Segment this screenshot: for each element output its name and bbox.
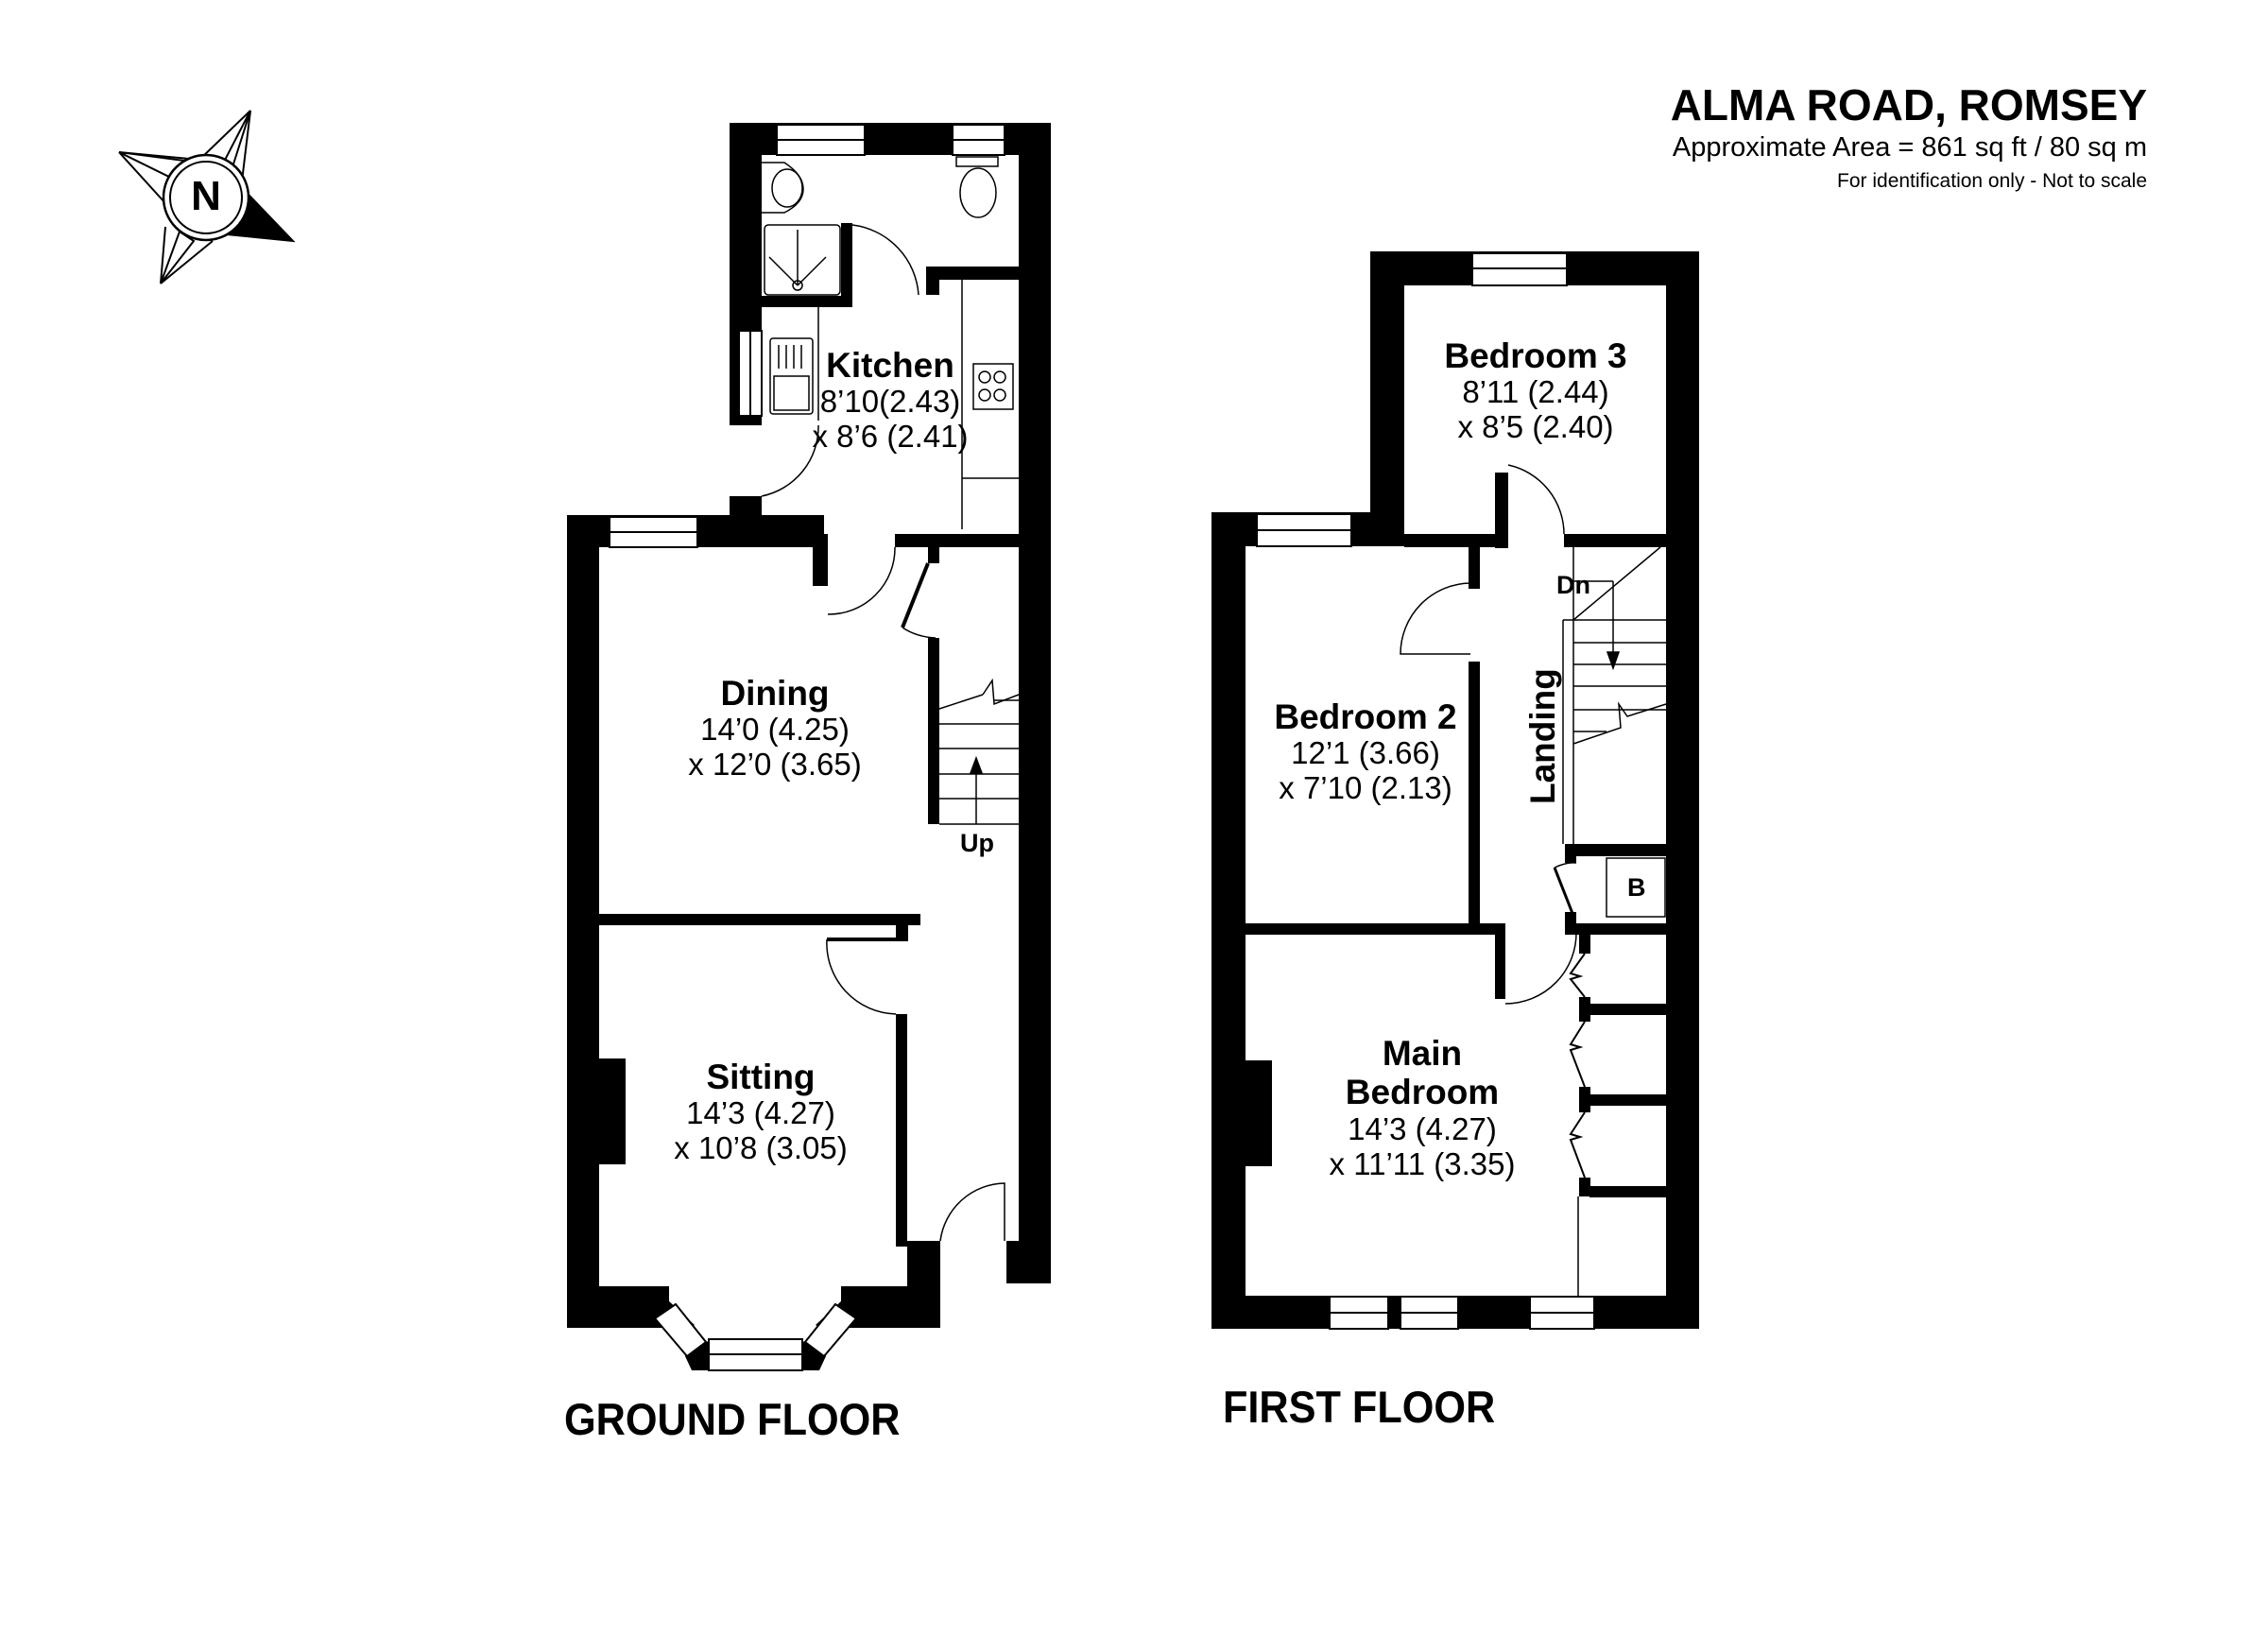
property-title: ALMA ROAD, ROMSEY	[1670, 80, 2147, 129]
boiler-label: B	[1627, 873, 1646, 902]
room-bedroom-3: Bedroom 3 8’11 (2.44) x 8’5 (2.40)	[1418, 336, 1654, 445]
disclaimer-note: For identification only - Not to scale	[1837, 170, 2147, 192]
room-kitchen-name: Kitchen	[826, 346, 954, 385]
approximate-area: Approximate Area = 861 sq ft / 80 sq m	[1672, 132, 2147, 163]
first-floor-label: FIRST FLOOR	[1223, 1382, 1496, 1432]
first-floor-fixtures	[1400, 464, 1667, 1296]
room-main-bedroom: Main Bedroom 14’3 (4.27) x 11’11 (3.35)	[1285, 1034, 1559, 1182]
north-compass-icon	[118, 110, 296, 284]
compass-north-label: N	[191, 173, 221, 219]
ground-floor-fixtures	[761, 156, 1020, 1242]
room-bedroom-3-dim1: 8’11 (2.44)	[1462, 374, 1609, 410]
room-dining-dim1: 14’0 (4.25)	[700, 712, 850, 748]
room-main-bedroom-dim1: 14’3 (4.27)	[1348, 1110, 1497, 1146]
ground-floor-windows	[609, 124, 1005, 1371]
room-sitting-dim2: x 10’8 (3.05)	[674, 1130, 848, 1166]
room-kitchen-dim2: x 8’6 (2.41)	[812, 419, 969, 455]
room-kitchen-dim1: 8’10(2.43)	[819, 384, 961, 420]
room-bedroom-2-dim2: x 7’10 (2.13)	[1279, 770, 1452, 806]
room-main-bedroom-dim2: x 11’11 (3.35)	[1329, 1145, 1516, 1181]
room-bedroom-3-dim2: x 8’5 (2.40)	[1457, 409, 1614, 445]
room-dining: Dining 14’0 (4.25) x 12’0 (3.65)	[652, 674, 898, 783]
landing-label: Landing	[1523, 668, 1562, 804]
room-bedroom-3-name: Bedroom 3	[1444, 336, 1627, 375]
room-kitchen: Kitchen 8’10(2.43) x 8’6 (2.41)	[777, 346, 1004, 455]
first-floor-walls	[1211, 251, 1699, 1329]
ground-floor-label: GROUND FLOOR	[564, 1394, 901, 1444]
room-sitting-dim1: 14’3 (4.27)	[686, 1095, 835, 1131]
room-main-bedroom-name2: Bedroom	[1345, 1073, 1500, 1112]
room-bedroom-2-dim1: 12’1 (3.66)	[1291, 735, 1440, 771]
room-dining-name: Dining	[720, 674, 830, 713]
room-bedroom-2: Bedroom 2 12’1 (3.66) x 7’10 (2.13)	[1247, 697, 1484, 806]
room-dining-dim2: x 12’0 (3.65)	[688, 747, 862, 783]
room-bedroom-2-name: Bedroom 2	[1274, 697, 1457, 736]
room-sitting-name: Sitting	[706, 1058, 816, 1096]
room-sitting: Sitting 14’3 (4.27) x 10’8 (3.05)	[633, 1058, 888, 1166]
stairs-up-label: Up	[960, 829, 994, 857]
first-floor-windows	[1256, 252, 1595, 1330]
room-main-bedroom-name: Main	[1382, 1034, 1463, 1073]
stairs-down-label: Dn	[1556, 571, 1590, 599]
